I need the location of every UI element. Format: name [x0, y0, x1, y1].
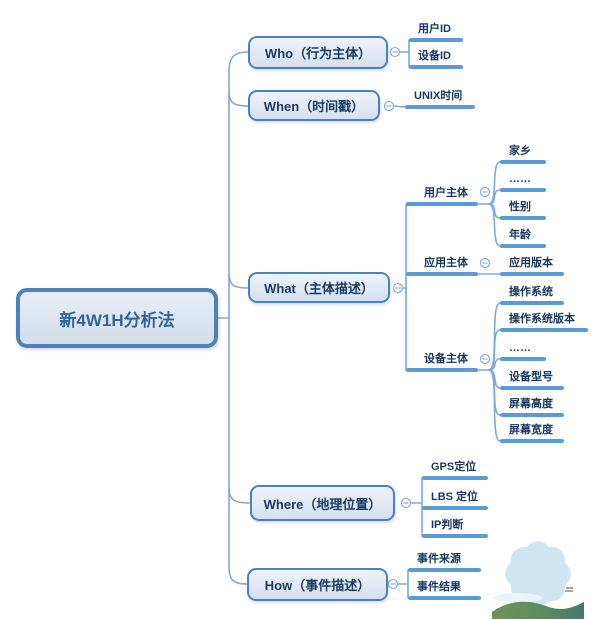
leaf-app-version[interactable]: 应用版本 — [500, 257, 564, 276]
leaf-underline — [500, 413, 564, 417]
leaf-gps-label: GPS定位 — [431, 461, 477, 473]
leaf-hometown-label: 家乡 — [509, 145, 531, 157]
leaf-underline — [408, 568, 481, 572]
leaf-device-model-label: 设备型号 — [509, 371, 553, 383]
topic-how-label: How（事件描述） — [264, 578, 371, 593]
leaf-event-source-label: 事件来源 — [417, 553, 461, 565]
collapse-toggle-user-subject[interactable] — [479, 186, 491, 198]
subtopic-device-subject-label: 设备主体 — [424, 353, 468, 365]
leaf-underline — [500, 188, 546, 192]
leaf-hometown[interactable]: 家乡 — [500, 145, 546, 164]
leaf-underline — [500, 357, 546, 361]
leaf-lbs[interactable]: LBS 定位 — [422, 491, 488, 510]
collapse-toggle-what[interactable] — [392, 282, 404, 294]
leaf-ellipsis-user[interactable]: …… — [500, 173, 546, 192]
watermark-cloud-icon — [494, 593, 542, 603]
subtopic-device-subject[interactable]: 设备主体 — [406, 353, 478, 372]
topic-when-label: When（时间戳） — [263, 99, 365, 114]
leaf-underline — [409, 38, 463, 42]
leaf-underline — [500, 439, 564, 443]
root-topic-label: 新4W1H分析法 — [59, 310, 175, 330]
leaf-underline — [406, 368, 478, 372]
root-topic[interactable]: 新4W1H分析法 — [16, 288, 218, 348]
leaf-underline — [500, 272, 564, 276]
leaf-os-version-label: 操作系统版本 — [509, 313, 575, 325]
leaf-gender-label: 性别 — [509, 201, 531, 213]
leaf-gps[interactable]: GPS定位 — [422, 461, 488, 480]
leaf-underline — [500, 328, 588, 332]
leaf-underline — [406, 202, 478, 206]
subtopic-user-subject[interactable]: 用户主体 — [406, 187, 478, 206]
collapse-toggle-app-subject[interactable] — [479, 257, 491, 269]
leaf-event-source[interactable]: 事件来源 — [408, 553, 481, 572]
watermark-fineprint — [565, 587, 573, 592]
collapse-toggle-device-subject[interactable] — [479, 353, 491, 365]
leaf-age[interactable]: 年龄 — [500, 229, 546, 248]
leaf-underline — [406, 272, 478, 276]
leaf-device-id[interactable]: 设备ID — [409, 50, 463, 69]
collapse-toggle-who[interactable] — [389, 46, 401, 58]
leaf-screen-width-label: 屏幕宽度 — [509, 424, 553, 436]
collapse-toggle-when[interactable] — [383, 100, 395, 112]
leaf-underline — [500, 216, 546, 220]
leaf-ellipsis-device[interactable]: …… — [500, 342, 546, 361]
leaf-screen-height[interactable]: 屏幕高度 — [500, 398, 564, 417]
leaf-screen-height-label: 屏幕高度 — [509, 398, 553, 410]
topic-what-label: What（主体描述） — [264, 281, 374, 296]
leaf-os[interactable]: 操作系统 — [500, 286, 564, 305]
branch-connectors — [217, 39, 501, 599]
leaf-event-result[interactable]: 事件结果 — [408, 581, 481, 600]
leaf-screen-width[interactable]: 屏幕宽度 — [500, 424, 564, 443]
leaf-underline — [500, 160, 546, 164]
leaf-underline — [422, 476, 488, 480]
leaf-gender[interactable]: 性别 — [500, 201, 546, 220]
leaf-ellipsis-label: …… — [509, 173, 531, 185]
leaf-unix-time[interactable]: UNIX时间 — [405, 90, 475, 109]
leaf-app-version-label: 应用版本 — [509, 257, 553, 269]
topic-where-label: Where（地理位置） — [263, 496, 382, 512]
leaf-os-label: 操作系统 — [509, 286, 553, 298]
collapse-toggle-where[interactable] — [400, 497, 412, 509]
leaf-event-result-label: 事件结果 — [417, 581, 461, 593]
topic-where[interactable]: Where（地理位置） — [250, 485, 395, 521]
leaf-underline — [408, 596, 481, 600]
leaf-user-id-label: 用户ID — [418, 23, 451, 35]
leaf-user-id[interactable]: 用户ID — [409, 23, 463, 42]
subtopic-app-subject-label: 应用主体 — [424, 257, 468, 269]
topic-who[interactable]: Who（行为主体） — [248, 36, 388, 69]
leaf-underline — [422, 506, 488, 510]
watermark-logo — [492, 541, 584, 619]
topic-who-label: Who（行为主体） — [264, 46, 372, 61]
topic-how[interactable]: How（事件描述） — [247, 568, 388, 601]
leaf-ip[interactable]: IP判断 — [422, 519, 488, 538]
subtopic-user-subject-label: 用户主体 — [424, 187, 468, 199]
leaf-underline — [500, 244, 546, 248]
leaf-unix-time-label: UNIX时间 — [414, 90, 463, 102]
topic-when[interactable]: When（时间戳） — [248, 90, 380, 121]
leaf-underline — [409, 65, 463, 69]
subtopic-app-subject[interactable]: 应用主体 — [406, 257, 478, 276]
watermark-hill-icon — [492, 601, 584, 619]
topic-what[interactable]: What（主体描述） — [248, 272, 390, 303]
leaf-device-id-label: 设备ID — [418, 50, 451, 62]
leaf-os-version[interactable]: 操作系统版本 — [500, 313, 588, 332]
collapse-toggle-how[interactable] — [387, 578, 399, 590]
leaf-device-model[interactable]: 设备型号 — [500, 371, 564, 390]
leaf-underline — [422, 534, 488, 538]
leaf-underline — [500, 301, 564, 305]
leaf-lbs-label: LBS 定位 — [431, 491, 479, 503]
leaf-underline — [500, 386, 564, 390]
leaf-ip-label: IP判断 — [431, 519, 464, 531]
leaf-age-label: 年龄 — [509, 229, 531, 241]
leaf-ellipsis-label: …… — [509, 342, 531, 354]
leaf-underline — [405, 105, 475, 109]
collapse-toggles — [383, 46, 491, 590]
